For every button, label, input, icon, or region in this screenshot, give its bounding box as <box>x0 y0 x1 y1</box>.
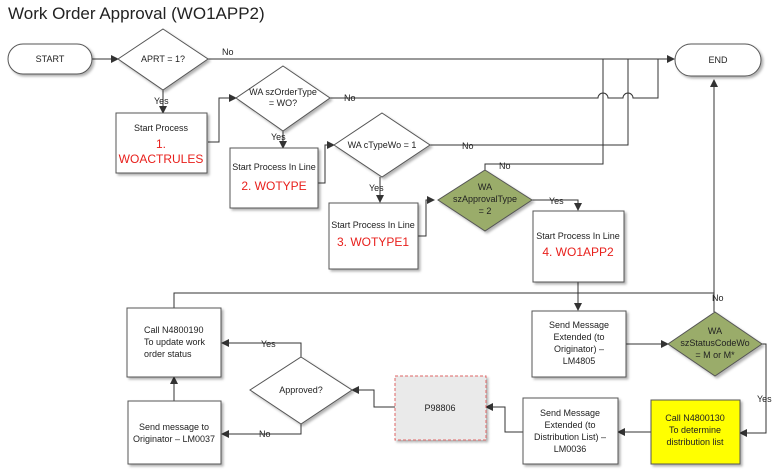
decision-ordertype-line2: = WO? <box>269 98 297 108</box>
decision-ctypewo-label: WA cTypeWo = 1 <box>348 140 417 150</box>
start-terminator: START <box>7 43 93 75</box>
decision-approvaltype-line1: WA <box>478 182 492 192</box>
edge-label-no: No <box>712 293 724 303</box>
edge-proc2-ctype <box>318 141 335 184</box>
decision-statuscode-line3: = M or M* <box>695 350 735 360</box>
edge-label-no: No <box>259 429 271 439</box>
edge-proc1-ordertype <box>208 94 237 143</box>
process-send-message-lm4805: Send Message Extended (to Originator) – … <box>531 310 627 378</box>
process-line: order status <box>144 349 192 359</box>
process-wotype1: Start Process In Line 3. WOTYPE1 <box>328 202 419 270</box>
process-line: LM0036 <box>554 444 587 454</box>
edge-ordertype-no-end <box>330 59 659 99</box>
edge-label-no: No <box>222 47 234 57</box>
edge-approvaltype-yes-proc4 <box>532 199 582 211</box>
process-p98806: P98806 <box>394 375 487 441</box>
process-label: P98806 <box>424 403 455 413</box>
edge-senddist-p98806 <box>485 403 523 433</box>
diagram-title: Work Order Approval (WO1APP2) <box>8 4 265 23</box>
decision-statuscode-line1: WA <box>708 326 722 336</box>
edge-label-yes: Yes <box>757 394 772 404</box>
process-name: 4. WO1APP2 <box>542 245 614 259</box>
process-line: Originator) – <box>554 344 604 354</box>
edge-call190-end <box>173 292 714 308</box>
edge-label-yes: Yes <box>271 132 286 142</box>
process-line: Call N4800130 <box>665 413 725 423</box>
end-label: END <box>708 55 728 65</box>
process-wo1app2: Start Process In Line 4. WO1APP2 <box>532 210 625 283</box>
edge-label-yes: Yes <box>154 96 169 106</box>
edge-p98806-approved <box>351 386 395 408</box>
edge-proc3-approvaltype <box>418 196 435 237</box>
decision-ordertype-line1: WA szOrderType <box>249 87 317 97</box>
edge-label-no: No <box>344 93 356 103</box>
decision-aprt-label: APRT = 1? <box>141 54 185 64</box>
process-label: Start Process <box>134 123 189 133</box>
edge-label-yes: Yes <box>549 196 564 206</box>
process-line: Call N4800190 <box>144 325 204 335</box>
decision-statuscode: WA szStatusCodeWo = M or M* <box>667 311 763 377</box>
process-woactrules: Start Process 1. WOACTRULES <box>115 112 208 174</box>
process-line: Extended (to <box>544 420 595 430</box>
edge-approvaltype-no-end <box>484 59 604 170</box>
edge-approved-no-sendorig <box>221 424 302 438</box>
process-line: LM4805 <box>563 356 596 366</box>
decision-aprt: APRT = 1? <box>117 28 209 91</box>
decision-statuscode-line2: szStatusCodeWo <box>680 338 749 348</box>
process-line: Send message to <box>139 422 209 432</box>
process-wotype: Start Process In Line 2. WOTYPE <box>229 147 319 209</box>
edge-approved-yes-call190 <box>221 339 302 357</box>
process-call-n4800130: Call N4800130 To determine distribution … <box>650 399 741 465</box>
decision-approved: Approved? <box>249 356 353 425</box>
edge-label-no: No <box>499 161 511 171</box>
decision-approved-label: Approved? <box>279 385 323 395</box>
start-label: START <box>36 54 65 64</box>
decision-ordertype: WA szOrderType = WO? <box>235 65 331 132</box>
edge-label-no: No <box>462 141 474 151</box>
edge-label-yes: Yes <box>369 183 384 193</box>
process-label: Start Process In Line <box>331 220 415 230</box>
connectors: No Yes No Yes No Yes No Yes No <box>92 47 772 439</box>
process-name: WOACTRULES <box>119 152 204 166</box>
process-line: To determine <box>669 425 721 435</box>
process-line: Distribution List) – <box>534 432 606 442</box>
edge-label-yes: Yes <box>261 339 276 349</box>
process-send-message-lm0036: Send Message Extended (to Distribution L… <box>522 397 619 465</box>
process-label: Start Process In Line <box>232 162 316 172</box>
process-line: distribution list <box>666 437 724 447</box>
process-number: 1. <box>156 137 166 151</box>
process-send-message-lm0037: Send message to Originator – LM0037 <box>127 400 222 465</box>
process-line: Originator – LM0037 <box>133 434 215 444</box>
decision-approvaltype: WA szApprovalType = 2 <box>437 169 533 232</box>
process-line: Send Message <box>540 408 600 418</box>
decision-approvaltype-line2: szApprovalType <box>453 194 517 204</box>
edge-statuscode-yes-call <box>739 343 767 437</box>
process-name: 3. WOTYPE1 <box>337 235 409 249</box>
decision-approvaltype-line3: = 2 <box>479 206 492 216</box>
process-label: Start Process In Line <box>536 231 620 241</box>
edge-ctype-no-end <box>430 59 629 146</box>
end-terminator: END <box>674 43 762 77</box>
process-line: To update work <box>144 337 206 347</box>
process-line: Extended (to <box>553 332 604 342</box>
process-line: Send Message <box>549 320 609 330</box>
process-name: 2. WOTYPE <box>241 179 306 193</box>
decision-ctypewo: WA cTypeWo = 1 <box>333 112 431 178</box>
process-call-n4800190: Call N4800190 To update work order statu… <box>126 307 222 378</box>
